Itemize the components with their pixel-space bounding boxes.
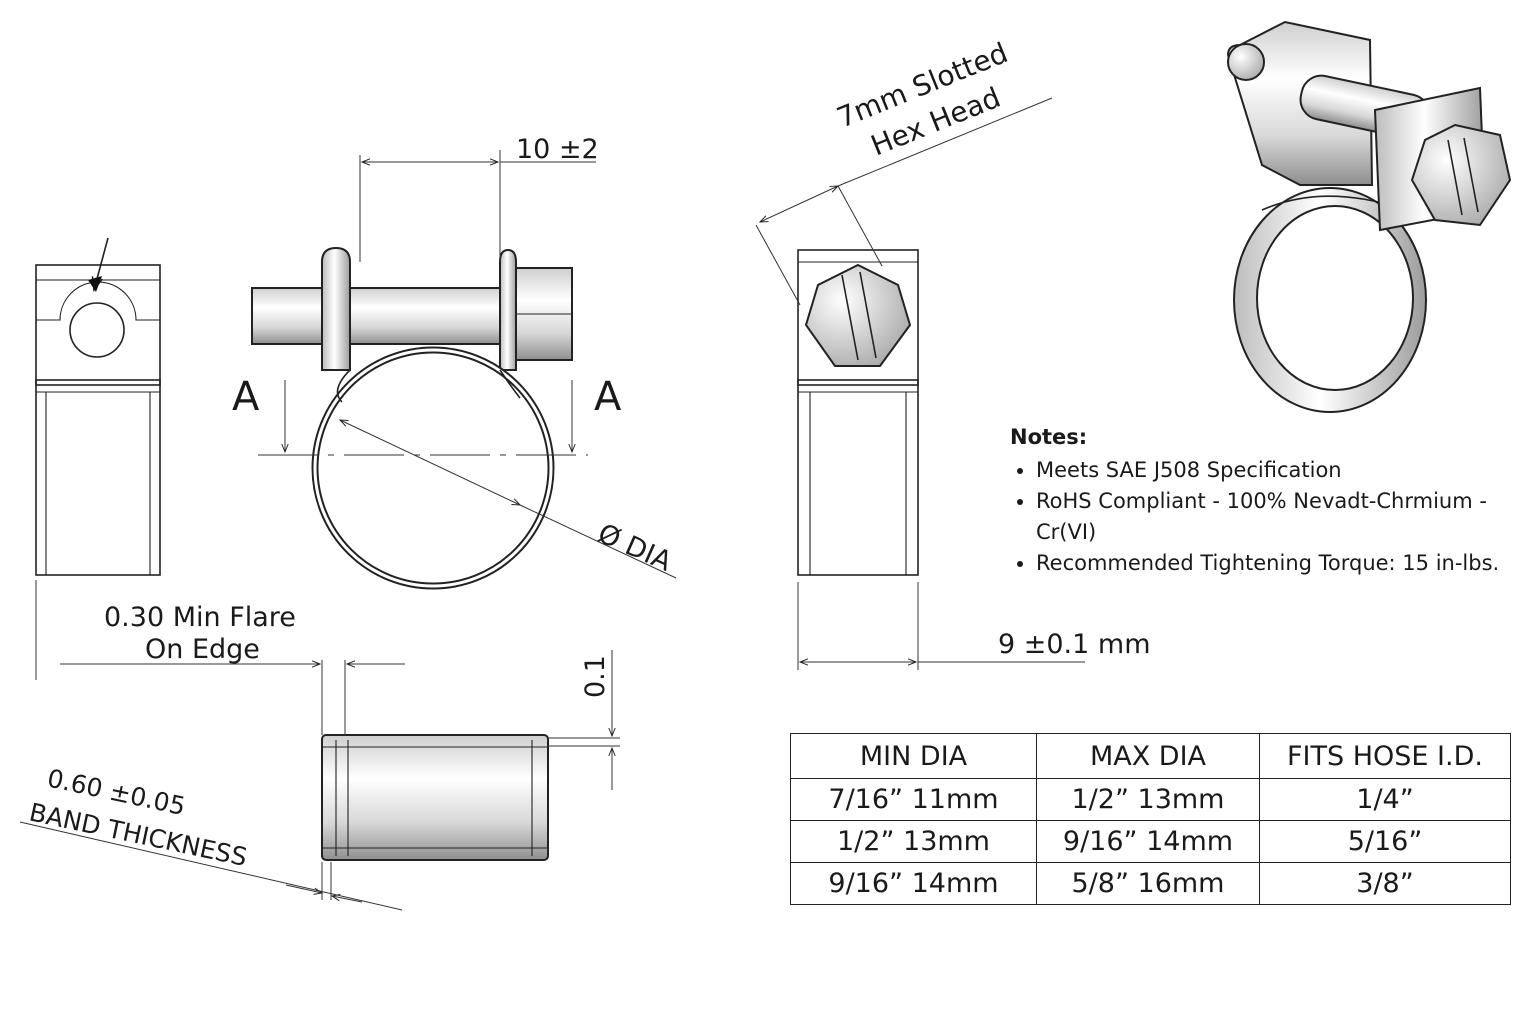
flare-label: 0.30 Min Flare — [104, 602, 296, 633]
table-cell: 9/16” 14mm — [790, 862, 1037, 905]
column-header-hose-id: FITS HOSE I.D. — [1259, 733, 1511, 779]
table-cell: 5/8” 16mm — [1036, 862, 1260, 905]
table-cell: 1/2” 13mm — [790, 820, 1037, 863]
table-cell: 3/8” — [1259, 862, 1511, 905]
table-row: 9/16” 14mm 5/8” 16mm 3/8” — [790, 862, 1511, 905]
band-width-label: 9 ±0.1 mm — [998, 629, 1151, 660]
width-tolerance-label: 10 ±2 — [516, 134, 599, 165]
screw-end-circle — [69, 302, 125, 358]
note-item: Meets SAE J508 Specification — [1036, 455, 1530, 486]
front-view — [251, 150, 677, 590]
hex-head-view — [755, 97, 1085, 670]
table-cell: 5/16” — [1259, 820, 1511, 863]
table-header-row: MIN DIA MAX DIA FITS HOSE I.D. — [790, 733, 1511, 779]
table-cell: 7/16” 11mm — [790, 778, 1037, 821]
section-label-a-left: A — [232, 374, 260, 420]
section-label-a-right: A — [594, 374, 622, 420]
notes-list: Meets SAE J508 Specification RoHS Compli… — [1010, 455, 1530, 579]
flare-height-label: 0.1 — [580, 655, 611, 698]
table-row: 1/2” 13mm 9/16” 14mm 5/16” — [790, 820, 1511, 863]
table-row: 7/16” 11mm 1/2” 13mm 1/4” — [790, 778, 1511, 821]
table-cell: 9/16” 14mm — [1036, 820, 1260, 863]
side-view — [35, 237, 161, 680]
note-item: RoHS Compliant - 100% Nevadt-Chrmium - C… — [1036, 486, 1530, 548]
column-header-max-dia: MAX DIA — [1036, 733, 1260, 779]
column-header-min-dia: MIN DIA — [790, 733, 1037, 779]
flare-label-line2: On Edge — [145, 634, 260, 665]
table-cell: 1/2” 13mm — [1036, 778, 1260, 821]
hex-head — [804, 263, 912, 367]
table-cell: 1/4” — [1259, 778, 1511, 821]
band-section-view — [19, 650, 620, 911]
notes-title: Notes: — [1010, 425, 1088, 449]
note-item: Recommended Tightening Torque: 15 in-lbs… — [1036, 548, 1530, 579]
size-spec-table: MIN DIA MAX DIA FITS HOSE I.D. 7/16” 11m… — [790, 733, 1511, 905]
isometric-clamp-illustration — [1226, 20, 1512, 413]
diameter-label: Ø DIA — [593, 518, 676, 578]
notes-block: Notes: Meets SAE J508 Specification RoHS… — [1010, 425, 1530, 579]
